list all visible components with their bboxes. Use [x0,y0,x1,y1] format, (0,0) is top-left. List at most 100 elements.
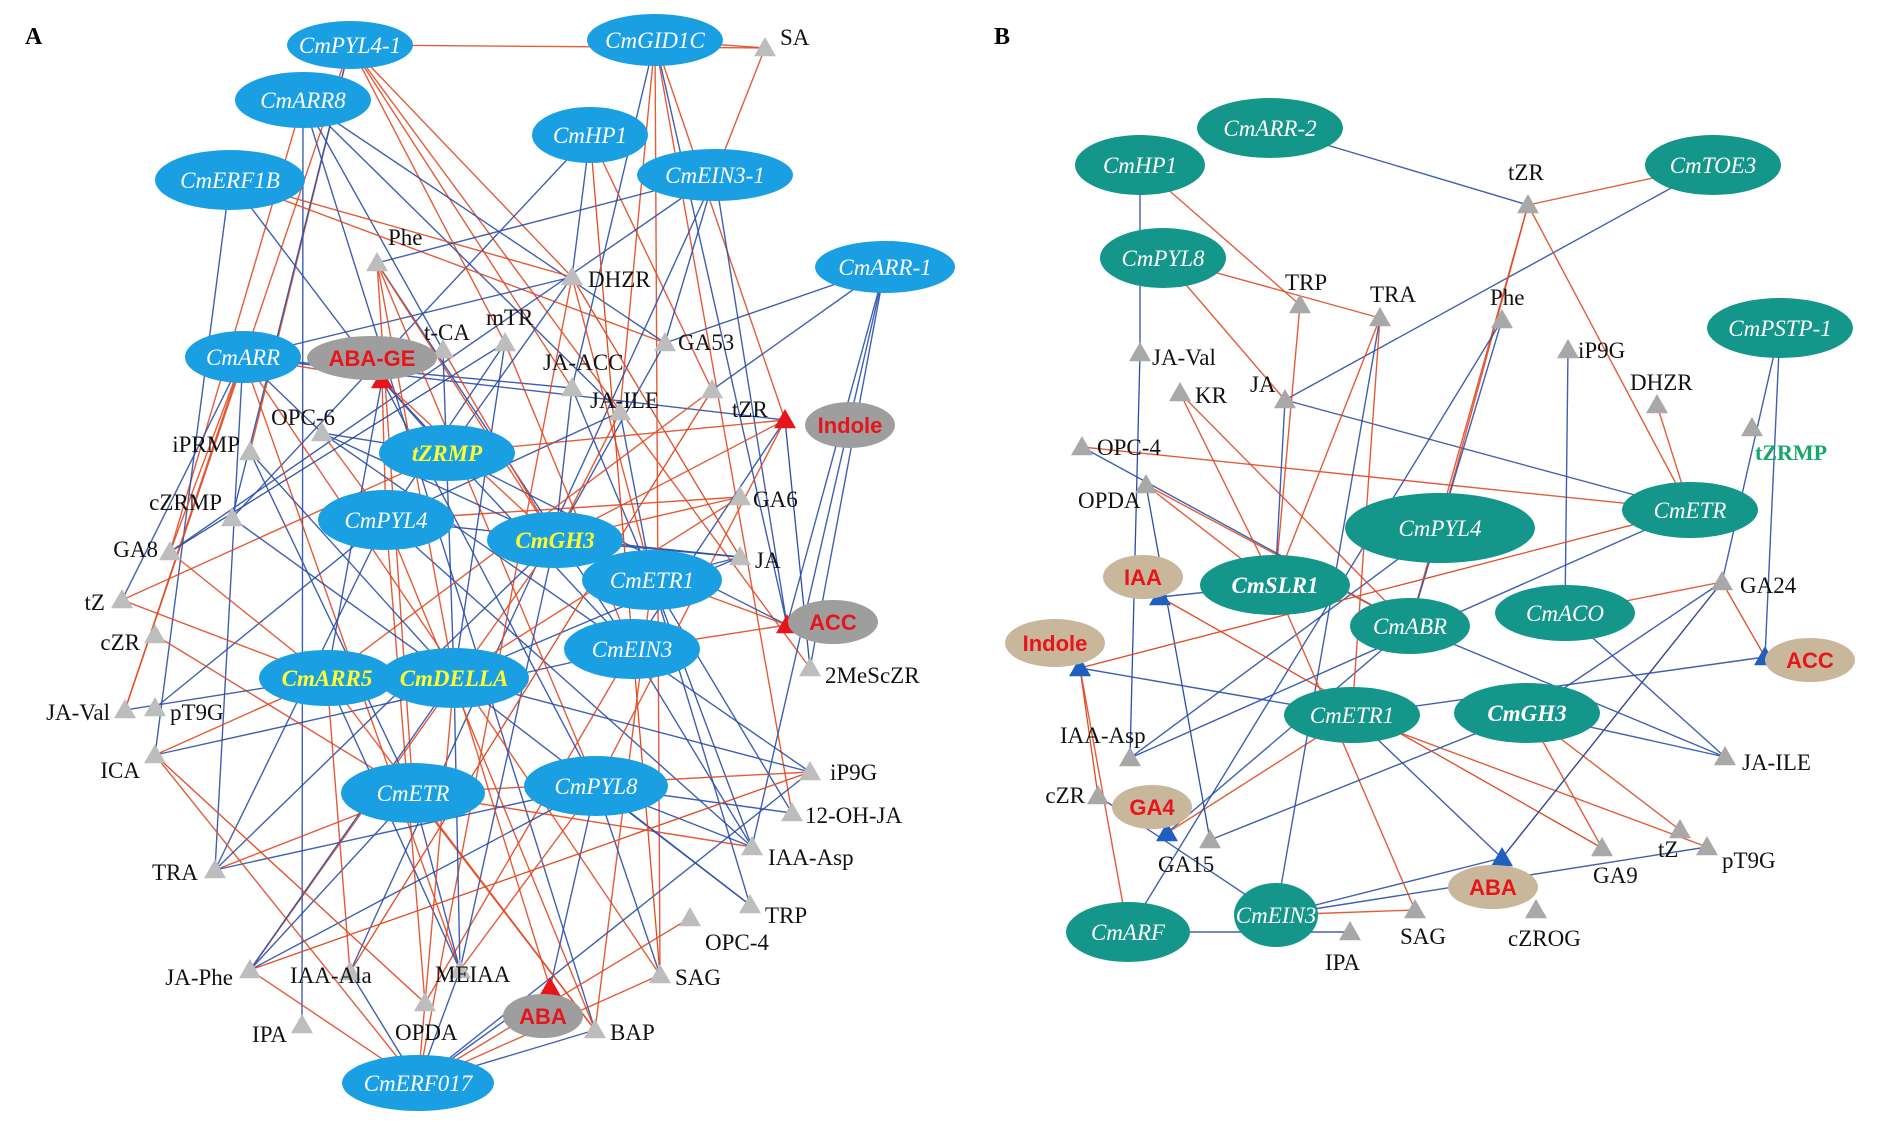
hub-node-aba-ge [307,336,437,380]
panel-b-edges [1079,127,1781,933]
metabolite-label-sag: SAG [1400,924,1446,949]
hub-marker-indole [774,409,796,429]
metabolite-label-iaa-asp: IAA-Asp [768,845,854,870]
gene-node-cmaco [1495,585,1635,641]
network-edge [1274,317,1381,586]
network-edge [169,342,506,553]
gene-label-cmpyl8: CmPYL8 [554,774,638,799]
network-edge [1127,319,1503,933]
metabolite-label-tzr: tZR [1508,160,1544,185]
network-edge [571,39,656,389]
network-edge [1179,392,1276,586]
gene-node-cmhp1 [1075,135,1205,195]
metabolite-marker-opc-4 [1071,436,1093,456]
metabolite-label-meiaa: MEIAA [435,962,511,987]
metabolite-marker-ica [144,744,166,764]
network-edge [1721,581,1766,658]
metabolite-label-tra: TRA [1370,282,1416,307]
gene-label-cmgh3: CmGH3 [515,528,594,553]
network-edge [321,432,633,650]
metabolite-marker-ipa [291,1014,313,1034]
gene-label-cmerf017: CmERF017 [364,1071,474,1096]
metabolite-marker-tzr [1517,194,1539,214]
network-edge [121,356,244,601]
metabolite-label-ipa: IPA [1325,950,1360,975]
metabolite-label-tzrmp: tZRMP [1755,440,1827,465]
panel-label-b: B [994,24,1010,50]
metabolite-label-sag: SAG [675,965,721,990]
network-edge [589,134,713,391]
metabolite-label-pt9g: pT9G [170,700,224,725]
metabolite-marker-2mesczr [799,657,821,677]
hub-node-aba [1448,865,1538,909]
network-edge [154,634,414,794]
network-edge [326,677,461,971]
network-edge [249,451,414,794]
metabolite-marker-opda [1135,474,1157,494]
metabolite-marker-ja-phe [239,959,261,979]
gene-label-cmetr: CmETR [1654,498,1727,523]
network-edge [1079,509,1691,669]
metabolite-marker-tz [1669,819,1691,839]
network-edge [1409,204,1529,627]
metabolite-marker-iaa-ala [339,961,361,981]
metabolite-marker-ga53 [654,332,676,352]
metabolite-label-opc-6: OPC-6 [271,405,335,430]
gene-label-cmpyl8: CmPYL8 [1121,246,1205,271]
metabolite-marker-ga15 [1199,829,1221,849]
gene-node-cmarr5 [259,650,395,706]
metabolite-marker-tz [111,589,133,609]
network-edge [424,677,455,1004]
gene-node-cmgh3 [1454,683,1600,743]
gene-node-cmetr [1622,482,1758,538]
metabolite-marker-czrog [1525,899,1547,919]
metabolite-marker-czrmp [221,507,243,527]
metabolite-label-ga9: GA9 [1593,863,1638,888]
gene-node-cmpyl4 [318,490,454,550]
hub-marker-aba [539,977,561,997]
metabolite-label-dhzr: DHZR [588,267,651,292]
gene-node-cmpyl8 [1100,228,1226,288]
gene-node-cmtoe3 [1645,135,1781,195]
gene-label-cmslr1: CmSLR1 [1232,573,1319,598]
metabolite-label-ja-acc: JA-ACC [543,350,624,375]
metabolite-marker-ja [729,546,751,566]
metabolite-label-czr: cZR [1045,783,1085,808]
metabolite-marker-ga24 [1711,571,1733,591]
network-edge [381,379,633,650]
network-edge [385,519,753,848]
metabolite-marker-ja-val [1129,342,1151,362]
gene-node-cmarr8 [235,72,371,128]
metabolite-label-2mesczr: 2MeScZR [825,663,920,688]
network-edge [385,519,426,1004]
hub-label-iaa: IAA [1124,565,1162,590]
metabolite-label-ga15: GA15 [1158,852,1214,877]
hub-node-iaa [1103,555,1183,599]
gene-label-cmarr: CmARR [206,345,280,370]
metabolite-marker-dhzr [1646,394,1668,414]
network-edge [1527,204,1691,511]
gene-node-cmdella [379,648,529,708]
network-edge [249,785,597,971]
metabolite-label-czr: cZR [100,630,140,655]
network-edge [1145,484,1211,841]
metabolite-marker-opc-6 [311,422,333,442]
metabolite-label-ja: JA [1250,372,1276,397]
network-edge [714,174,788,626]
metabolite-marker-pt9g [1696,836,1718,856]
network-edge [1274,304,1301,586]
metabolite-label-opda: OPDA [395,1020,458,1045]
metabolite-label-tra: TRA [152,860,198,885]
network-edge [554,342,666,541]
metabolite-marker-phe [366,252,388,272]
metabolite-marker-czr [144,624,166,644]
network-edge [664,174,716,344]
network-edge [302,99,666,344]
gene-node-cmhp1 [532,107,648,163]
network-edge [121,452,448,601]
network-edge [654,39,788,626]
gene-node-cmgh3 [487,512,623,568]
network-edge [631,648,753,848]
gene-label-cmpyl4: CmPYL4 [344,508,427,533]
network-edge [654,39,786,421]
